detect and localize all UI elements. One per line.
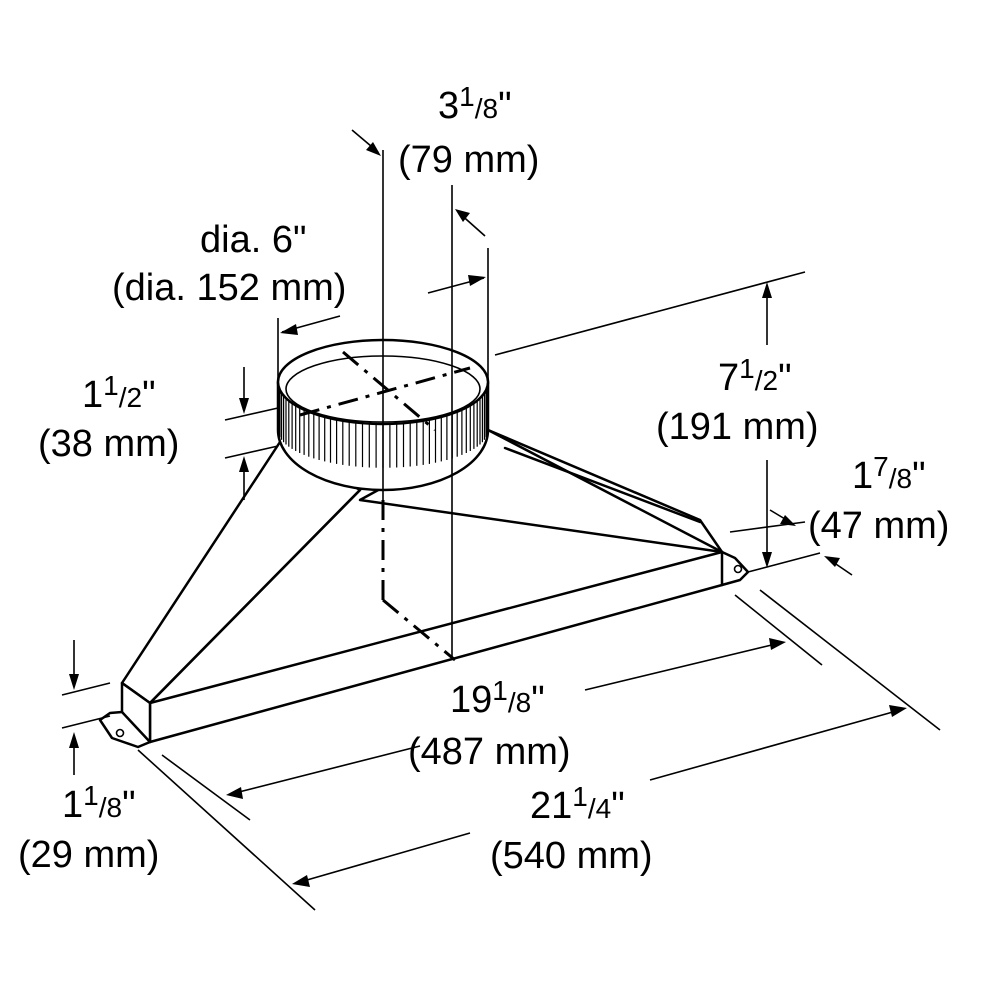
arrowhead	[769, 638, 786, 650]
label-overall-width-metric: (540 mm)	[490, 835, 653, 877]
label-rear-flange-imperial: 17/8"	[852, 451, 926, 497]
label-collar-offset-imperial: 31/8"	[438, 81, 512, 127]
rear-inner-edge	[503, 446, 702, 524]
ext-line-front-flange-top	[61, 682, 111, 696]
label-collar-height-metric: (38 mm)	[38, 423, 179, 465]
label-overall-width-imperial: 211/4"	[530, 781, 625, 827]
arrowhead	[292, 875, 310, 887]
dimension-lines	[61, 129, 941, 911]
arrowhead	[69, 674, 79, 690]
label-inner-width-imperial: 191/8"	[450, 675, 545, 721]
dim-arrow-19-1-8-right	[584, 642, 781, 691]
collar-ribs	[277, 384, 489, 468]
rear-top-edge	[486, 428, 724, 554]
arrowhead	[468, 275, 486, 286]
ext-line-front-flange-bottom	[61, 715, 111, 729]
arrowhead	[280, 324, 298, 335]
dim-arrow-21-1-4-left	[299, 832, 471, 883]
collar-axis-line-a	[299, 366, 471, 417]
ext-line-collar-bottom	[224, 445, 279, 459]
arrowhead	[366, 142, 381, 156]
flange-hole-rear	[733, 564, 743, 574]
label-front-flange-imperial: 11/8"	[62, 780, 136, 826]
ext-line-outer-left	[137, 749, 316, 911]
ext-line-outer-right	[759, 589, 941, 731]
arrowhead	[824, 556, 840, 567]
dimension-labels: 31/8" (79 mm) dia. 6" (dia. 152 mm) 11/2…	[18, 81, 949, 877]
arrowhead	[69, 732, 79, 748]
label-diameter-imperial: dia. 6"	[200, 219, 306, 261]
ext-line-top-height	[494, 271, 806, 356]
label-diameter-metric: (dia. 152 mm)	[112, 267, 346, 309]
label-inner-width-metric: (487 mm)	[408, 731, 571, 773]
label-collar-height-imperial: 11/2"	[82, 370, 156, 416]
ext-line-inner-left	[161, 754, 251, 821]
arrowhead	[239, 398, 249, 414]
ext-line-base-height	[747, 552, 821, 573]
arrowhead	[762, 282, 772, 298]
ext-line-inner-right	[734, 594, 823, 666]
dim-arrow-19-1-8-left	[234, 745, 421, 794]
label-rear-flange-metric: (47 mm)	[808, 505, 949, 547]
label-overall-height-imperial: 71/2"	[718, 353, 792, 399]
center-lines	[299, 350, 471, 662]
arrowhead	[226, 787, 243, 799]
arrowhead	[239, 456, 249, 472]
arrowhead	[455, 209, 470, 222]
front-edge	[148, 488, 362, 705]
arrowhead	[780, 515, 796, 526]
label-collar-offset-metric: (79 mm)	[398, 139, 539, 181]
dim-arrow-21-1-4-right	[649, 709, 901, 781]
label-overall-height-metric: (191 mm)	[656, 406, 819, 448]
arrowhead	[889, 705, 907, 717]
front-flange-tab	[98, 710, 152, 749]
arrowhead	[762, 552, 772, 568]
label-front-flange-metric: (29 mm)	[18, 834, 159, 876]
base-axis-line	[382, 598, 456, 662]
ext-line-collar-top	[224, 407, 279, 421]
flange-hole-front	[115, 728, 125, 738]
